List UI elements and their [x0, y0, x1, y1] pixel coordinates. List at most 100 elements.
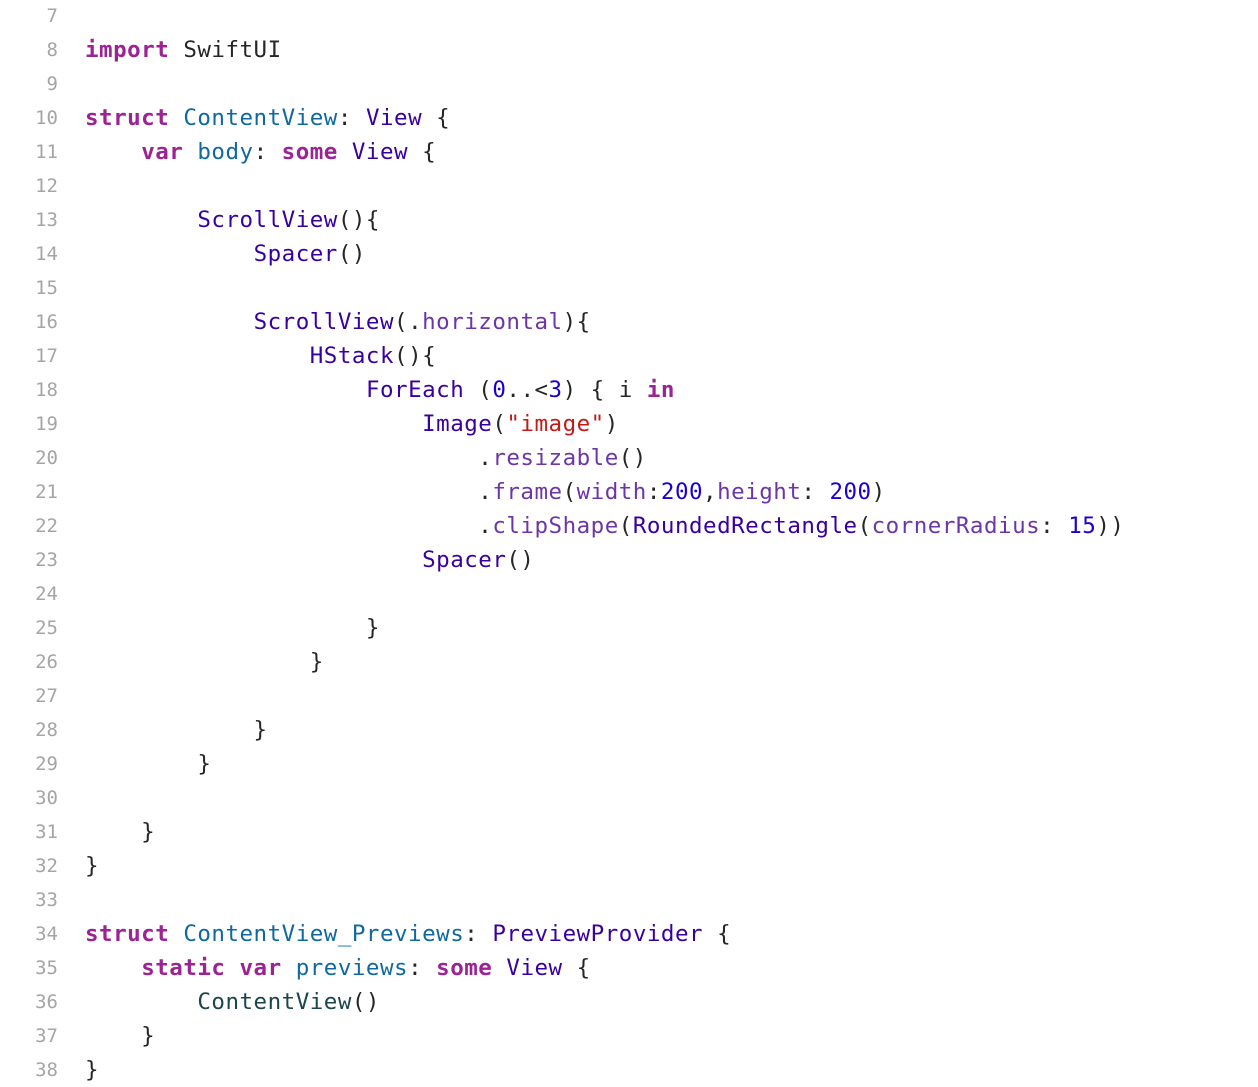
- line-number: 13: [35, 209, 58, 231]
- code-line[interactable]: 28 }: [0, 713, 1258, 747]
- code-token: HStack: [309, 343, 395, 369]
- code-line[interactable]: 14 Spacer(): [0, 237, 1258, 271]
- line-number: 35: [35, 957, 58, 979]
- code-token: View: [506, 955, 563, 981]
- code-line[interactable]: 15: [0, 271, 1258, 305]
- code-line[interactable]: 20 .resizable(): [0, 441, 1258, 475]
- code-text: struct ContentView_Previews: PreviewProv…: [85, 921, 731, 947]
- line-number: 24: [35, 583, 58, 605]
- code-text: }: [85, 853, 99, 879]
- code-line[interactable]: 13 ScrollView(){: [0, 203, 1258, 237]
- code-token: body: [197, 139, 254, 165]
- code-token: ,: [703, 479, 718, 505]
- line-number: 20: [35, 447, 58, 469]
- code-token: (): [337, 241, 366, 267]
- code-line[interactable]: 16 ScrollView(.horizontal){: [0, 305, 1258, 339]
- code-token: :: [337, 105, 366, 131]
- code-text: }: [85, 1057, 99, 1083]
- line-number: 11: [35, 141, 58, 163]
- code-token: ScrollView: [253, 309, 395, 335]
- code-token: }: [85, 751, 212, 777]
- code-line[interactable]: 34 struct ContentView_Previews: PreviewPr…: [0, 917, 1258, 951]
- code-token: import: [85, 37, 170, 63]
- code-line[interactable]: 35 static var previews: some View {: [0, 951, 1258, 985]
- code-line[interactable]: 30: [0, 781, 1258, 815]
- code-line[interactable]: 29 }: [0, 747, 1258, 781]
- code-token: :: [408, 955, 437, 981]
- line-number: 9: [46, 73, 58, 95]
- code-token: (: [857, 513, 872, 539]
- code-token: ..<: [506, 377, 549, 403]
- line-number: 15: [35, 277, 58, 299]
- code-token: [85, 955, 141, 981]
- code-token: static: [141, 955, 226, 981]
- code-token: previews: [295, 955, 409, 981]
- code-token: {: [422, 105, 451, 131]
- code-line[interactable]: 9: [0, 67, 1258, 101]
- code-token: View: [351, 139, 409, 165]
- line-number: 7: [46, 5, 58, 27]
- code-text: Spacer(): [85, 547, 534, 573]
- code-text: HStack(){: [85, 343, 436, 369]
- code-line[interactable]: 11 var body: some View {: [0, 135, 1258, 169]
- line-number: 28: [35, 719, 58, 741]
- line-number: 30: [35, 787, 58, 809]
- code-line[interactable]: 12: [0, 169, 1258, 203]
- code-text: ForEach (0..<3) { i in: [85, 377, 675, 403]
- code-text: }: [85, 819, 155, 845]
- code-token: [183, 139, 197, 165]
- line-number: 23: [35, 549, 58, 571]
- code-line[interactable]: 37 }: [0, 1019, 1258, 1053]
- code-line[interactable]: 38}: [0, 1053, 1258, 1087]
- code-token: [85, 309, 254, 335]
- code-line[interactable]: 25 }: [0, 611, 1258, 645]
- code-token: SwiftUI: [169, 37, 282, 63]
- code-token: [85, 241, 254, 267]
- line-number: 34: [35, 923, 58, 945]
- line-number: 12: [35, 175, 58, 197]
- code-line[interactable]: 27: [0, 679, 1258, 713]
- code-token: resizable: [492, 445, 619, 471]
- code-line[interactable]: 21 .frame(width:200,height: 200): [0, 475, 1258, 509]
- code-line[interactable]: 7: [0, 0, 1258, 33]
- code-token: (){: [394, 343, 437, 369]
- code-token: clipShape: [492, 513, 619, 539]
- code-token: ): [871, 479, 886, 505]
- code-token: [85, 411, 422, 437]
- code-text: Image("image"): [85, 411, 619, 437]
- code-line[interactable]: 19 Image("image"): [0, 407, 1258, 441]
- code-token: (: [562, 479, 577, 505]
- code-token: 15: [1068, 513, 1097, 539]
- code-token: cornerRadius: [871, 513, 1041, 539]
- code-line[interactable]: 23 Spacer(): [0, 543, 1258, 577]
- code-token: {: [562, 955, 591, 981]
- code-token: [85, 377, 366, 403]
- code-token: 200: [829, 479, 872, 505]
- code-token: Spacer: [253, 241, 338, 267]
- code-token: [85, 989, 197, 1015]
- code-line[interactable]: 24: [0, 577, 1258, 611]
- code-text: ContentView(): [85, 989, 380, 1015]
- code-text: }: [85, 615, 380, 641]
- code-token: }: [85, 819, 156, 845]
- line-number: 36: [35, 991, 58, 1013]
- code-token: width: [576, 479, 647, 505]
- code-line[interactable]: 26 }: [0, 645, 1258, 679]
- code-line[interactable]: 31 }: [0, 815, 1258, 849]
- code-line[interactable]: 18 ForEach (0..<3) { i in: [0, 373, 1258, 407]
- code-line[interactable]: 22 .clipShape(RoundedRectangle(cornerRad…: [0, 509, 1258, 543]
- code-line[interactable]: 17 HStack(){: [0, 339, 1258, 373]
- code-token: var: [141, 139, 184, 165]
- code-token: }: [85, 1057, 100, 1083]
- code-token: (): [618, 445, 647, 471]
- line-number: 32: [35, 855, 58, 877]
- code-line[interactable]: 36 ContentView(): [0, 985, 1258, 1019]
- code-token: ): [604, 411, 619, 437]
- code-line[interactable]: 32}: [0, 849, 1258, 883]
- code-token: (: [492, 411, 507, 437]
- code-line[interactable]: 33: [0, 883, 1258, 917]
- code-token: var: [239, 955, 282, 981]
